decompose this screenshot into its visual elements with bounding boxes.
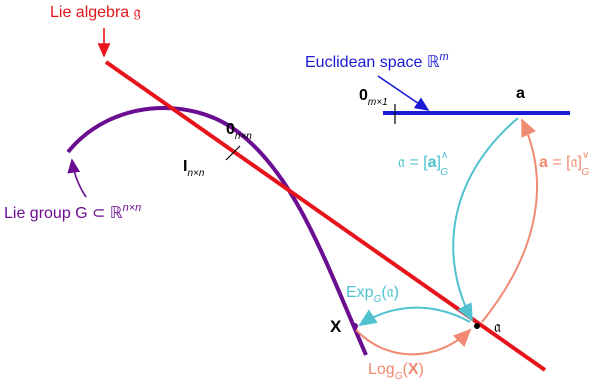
euclidean-space-sup: m xyxy=(440,51,449,63)
euclidean-space-label: Euclidean space ℝm xyxy=(305,51,449,71)
log-main: Log xyxy=(368,361,395,378)
log-arg-open: ( xyxy=(402,361,408,378)
lie-group-text: Lie group G ⊂ ℝ xyxy=(4,205,123,222)
exp-arg: (𝔞) xyxy=(381,284,399,301)
euclidean-space-text: Euclidean space ℝ xyxy=(305,54,440,71)
vee-mid: = [𝔞] xyxy=(548,154,582,171)
hat-bold: a xyxy=(428,154,437,171)
exp-map-arrow xyxy=(358,306,471,327)
zero-m-sub: m×1 xyxy=(368,97,388,108)
zero-n-label: 0n×n xyxy=(226,121,252,142)
vee-map-arrow xyxy=(481,118,538,323)
vee-sub: G xyxy=(581,167,589,178)
zero-m-label: 0m×1 xyxy=(359,87,388,108)
hat-sub: G xyxy=(440,167,448,178)
lie-group-label: Lie group G ⊂ ℝn×n xyxy=(4,202,141,222)
vee-lhs: a xyxy=(539,154,548,171)
vee-sup: ∨ xyxy=(582,150,589,161)
lie-algebra-label: Lie algebra 𝔤 xyxy=(50,4,141,21)
lie-algebra-line xyxy=(104,60,547,372)
identity-sub: n×n xyxy=(187,168,204,179)
hat-rhs: ] xyxy=(437,154,441,171)
point-a-marker xyxy=(474,323,480,329)
vector-a-label: a xyxy=(516,85,525,102)
log-arg-bold: X xyxy=(408,361,419,378)
point-a-label: 𝔞 xyxy=(494,319,501,336)
hat-lhs: 𝔞 = [ xyxy=(398,154,428,171)
log-arg-close: ) xyxy=(418,361,423,378)
log-sub: G xyxy=(395,371,403,382)
hat-sup: ∧ xyxy=(441,150,448,161)
lie-group-curve xyxy=(66,106,368,356)
euclidean-pointer-arrow xyxy=(377,75,430,111)
point-X-label: X xyxy=(330,317,342,336)
identity-label: In×n xyxy=(183,158,205,179)
hat-map-arrow xyxy=(452,117,519,322)
exp-map-label: ExpG(𝔞) xyxy=(346,284,399,305)
lie-group-sup: n×n xyxy=(123,202,142,214)
identity-main: I xyxy=(183,158,187,175)
exp-main: Exp xyxy=(346,284,374,301)
hat-map-label: 𝔞 = [a]∧ G xyxy=(398,150,448,178)
log-map-label: LogG(X) xyxy=(368,361,424,382)
zero-n-sub: n×n xyxy=(235,131,252,142)
zero-m-main: 0 xyxy=(359,87,368,104)
zero-n-main: 0 xyxy=(226,121,235,138)
exp-sub: G xyxy=(374,294,382,305)
vee-map-label: a = [𝔞]∨ G xyxy=(539,150,589,178)
point-X-marker xyxy=(352,323,358,329)
lie-group-pointer-arrow xyxy=(67,158,87,198)
log-map-arrow xyxy=(355,328,472,356)
identity-tick xyxy=(225,145,241,161)
